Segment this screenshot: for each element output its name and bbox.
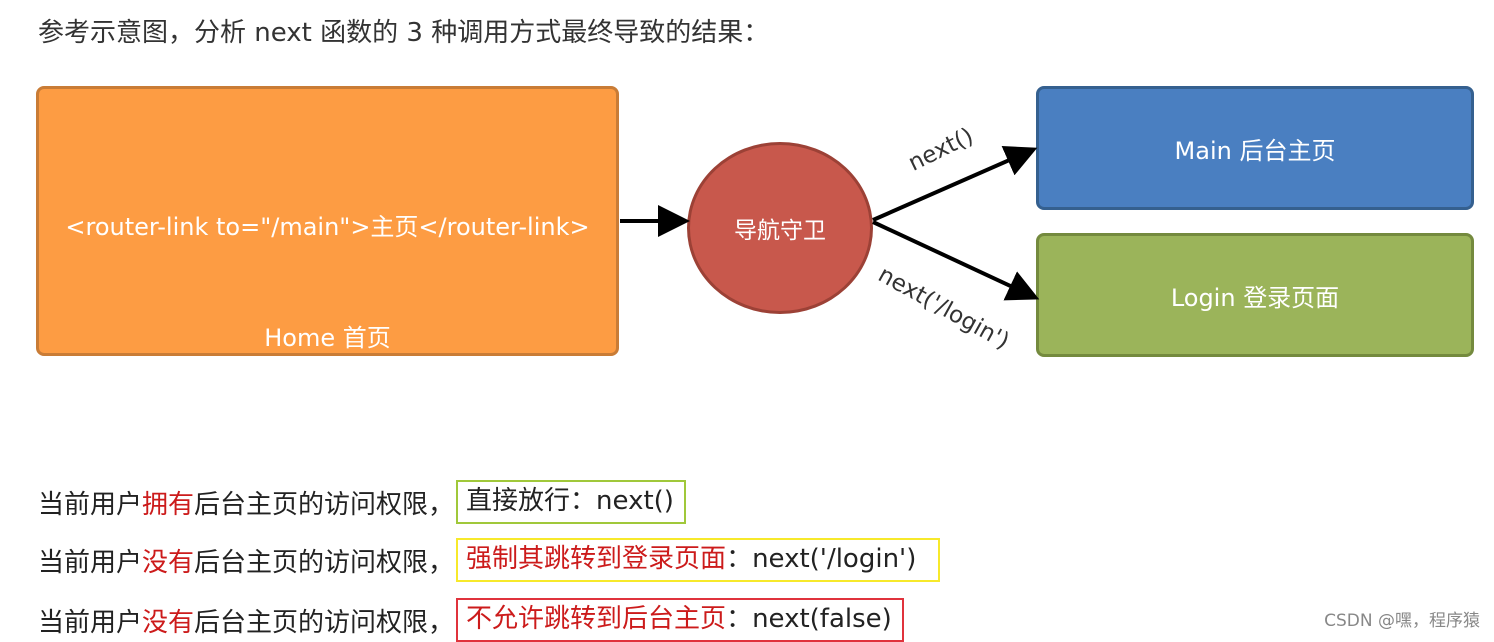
rule-middle: 后台主页的访问权限， [194,607,455,638]
router-link-code: <router-link to="/main">主页</router-link> [65,213,590,241]
home-page-label: Home 首页 [264,324,391,352]
rule-has-permission: 当前用户拥有后台主页的访问权限， 直接放行：next() [38,480,686,524]
rule-result-text: ：next(false) [726,604,892,634]
rule-result-red: 强制其跳转到登录页面 [466,544,727,574]
csdn-watermark: CSDN @嘿，程序猿 [1324,611,1480,631]
rule-keyword: 没有 [142,607,195,638]
login-page-node: Login 登录页面 [1036,233,1474,357]
rule-no-permission-block: 当前用户没有后台主页的访问权限，不允许跳转到后台主页：next(false) [38,598,904,642]
rule-prefix: 当前用户 [38,607,143,638]
rule-keyword: 拥有 [142,489,195,520]
rule-result-box: 不允许跳转到后台主页：next(false) [456,598,904,642]
edge-label-next: next() [904,123,978,177]
rule-prefix: 当前用户 [38,547,143,578]
rule-result-text: 直接放行：next() [466,486,674,516]
page-heading: 参考示意图，分析 next 函数的 3 种调用方式最终导致的结果： [38,18,770,48]
rule-middle: 后台主页的访问权限， [194,547,455,578]
rule-result-box: 强制其跳转到登录页面：next('/login') [456,538,941,582]
rule-result-red: 不允许跳转到后台主页 [466,604,727,634]
rule-no-permission-redirect: 当前用户没有后台主页的访问权限，强制其跳转到登录页面：next('/login'… [38,538,941,582]
rule-middle: 后台主页的访问权限， [194,489,455,520]
navigation-guard-node: 导航守卫 [687,142,873,314]
main-page-node: Main 后台主页 [1036,86,1474,210]
rule-keyword: 没有 [142,547,195,578]
edge-label-next-login: next('/login') [873,261,1014,355]
rule-result-box: 直接放行：next() [456,480,686,524]
rule-result-text: ：next('/login') [726,544,917,574]
rule-prefix: 当前用户 [38,489,143,520]
home-page-node: <router-link to="/main">主页</router-link>… [36,86,619,356]
arrow-guard-to-main [872,146,1038,222]
